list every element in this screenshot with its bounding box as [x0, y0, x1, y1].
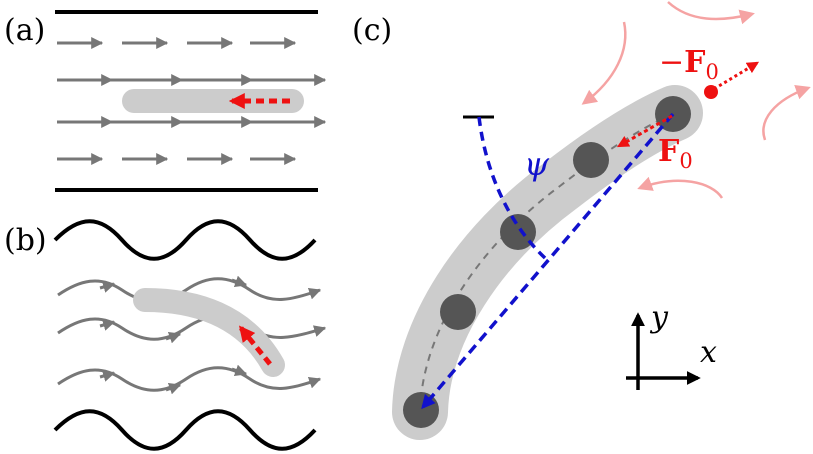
force-arrow-F0 — [616, 114, 673, 148]
flow-arrow — [165, 382, 182, 395]
panel-b: (b) — [4, 219, 327, 451]
flow-field-arrow — [637, 176, 724, 199]
force-label-F0: F0 — [658, 134, 693, 173]
flow-field-arrow — [581, 21, 627, 105]
flow-arrow — [99, 281, 116, 293]
wavy-streamlines — [57, 275, 327, 395]
panel-a-label: (a) — [4, 13, 45, 48]
flow-field-arrow — [667, 1, 755, 25]
flow-field — [581, 1, 811, 199]
flow-arrow — [231, 364, 248, 377]
force-arrow-b — [238, 325, 272, 366]
panel-c-label: (c) — [352, 13, 392, 48]
force-subscript: 0 — [705, 60, 718, 84]
bead — [403, 392, 439, 428]
flow-arrow — [99, 319, 116, 331]
angle-arc — [477, 116, 547, 260]
swimmer-centerline — [419, 112, 676, 413]
panel-b-label: (b) — [4, 223, 47, 258]
force-arrow-minus-F0 — [713, 61, 760, 91]
coordinate-axes: y x — [626, 300, 717, 390]
flow-field-arrow — [762, 85, 811, 141]
wavy-wall-bottom — [53, 409, 317, 451]
panel-c: (c) ψ F0 −F0 — [352, 1, 811, 440]
flow-arrow — [231, 275, 248, 288]
force-subscript: 0 — [679, 149, 692, 173]
swimmer-body-b — [133, 288, 285, 377]
y-axis-label: y — [649, 300, 669, 335]
wavy-wall-top — [53, 219, 317, 261]
flow-arrow — [165, 331, 182, 344]
force-symbol: F — [684, 45, 705, 80]
force-symbol: F — [658, 134, 679, 169]
bead — [440, 294, 476, 330]
orientation-vector — [421, 112, 675, 410]
bead — [500, 214, 536, 250]
flow-arrow — [99, 370, 116, 382]
force-label-minus-F0: −F0 — [659, 45, 719, 84]
minus-sign: − — [659, 45, 684, 80]
angle-psi-label: ψ — [524, 145, 550, 183]
bead — [573, 142, 609, 178]
panel-a: (a) — [4, 10, 327, 192]
x-axis-label: x — [700, 335, 717, 370]
streamline-2 — [57, 315, 327, 341]
